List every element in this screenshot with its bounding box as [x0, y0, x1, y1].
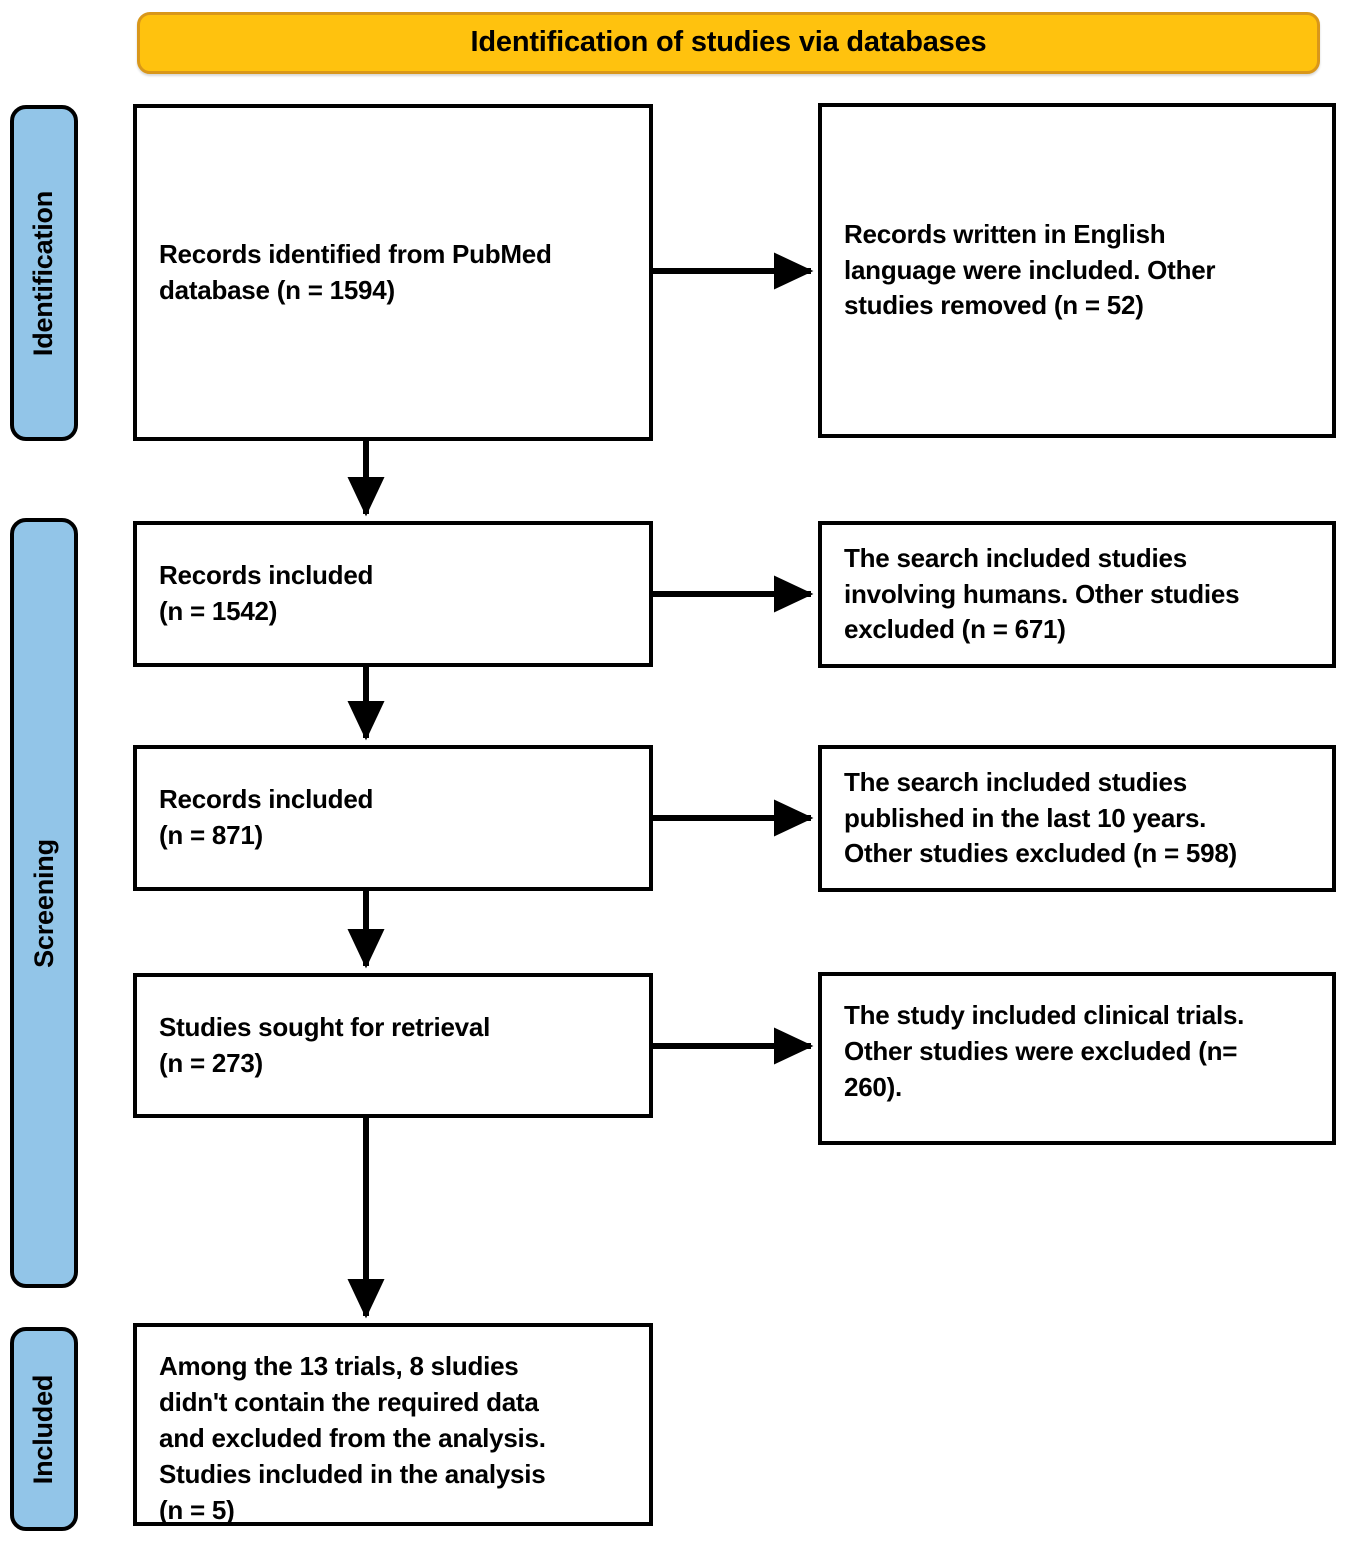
- flow-box-text: Among the 13 trials, 8 sludies didn't co…: [159, 1351, 546, 1525]
- stage-rail-identification: Identification: [10, 105, 78, 441]
- flow-box-text: Records included (n = 1542): [159, 560, 374, 626]
- page-title: Identification of studies via databases: [470, 26, 987, 59]
- flow-box-records-included-1542: Records included (n = 1542): [133, 521, 653, 667]
- flow-box-records-identified: Records identified from PubMed database …: [133, 104, 653, 441]
- flow-box-studies-included-analysis: Among the 13 trials, 8 sludies didn't co…: [133, 1323, 653, 1526]
- exclusion-box-humans: The search included studies involving hu…: [818, 521, 1336, 668]
- exclusion-box-text: The search included studies involving hu…: [844, 542, 1240, 645]
- exclusion-box-clinical-trials: The study included clinical trials. Othe…: [818, 972, 1336, 1145]
- stage-rail-screening: Screening: [10, 518, 78, 1288]
- stage-label-screening: Screening: [28, 838, 59, 968]
- stage-rail-included: Included: [10, 1327, 78, 1531]
- flow-box-text: Records identified from PubMed database …: [159, 238, 552, 305]
- exclusion-box-text: The search included studies published in…: [844, 766, 1237, 869]
- stage-label-identification: Identification: [28, 190, 59, 356]
- flow-box-text: Studies sought for retrieval (n = 273): [159, 1011, 491, 1078]
- exclusion-box-text: Records written in English language were…: [844, 218, 1216, 321]
- stage-label-included: Included: [28, 1374, 59, 1484]
- flow-box-records-included-871: Records included (n = 871): [133, 745, 653, 891]
- diagram-header-banner: Identification of studies via databases: [137, 12, 1320, 74]
- exclusion-box-language: Records written in English language were…: [818, 103, 1336, 438]
- exclusion-box-text: The study included clinical trials. Othe…: [844, 1000, 1245, 1102]
- flow-box-studies-sought-retrieval: Studies sought for retrieval (n = 273): [133, 973, 653, 1118]
- flow-box-text: Records included (n = 871): [159, 784, 374, 850]
- exclusion-box-last-10-years: The search included studies published in…: [818, 745, 1336, 892]
